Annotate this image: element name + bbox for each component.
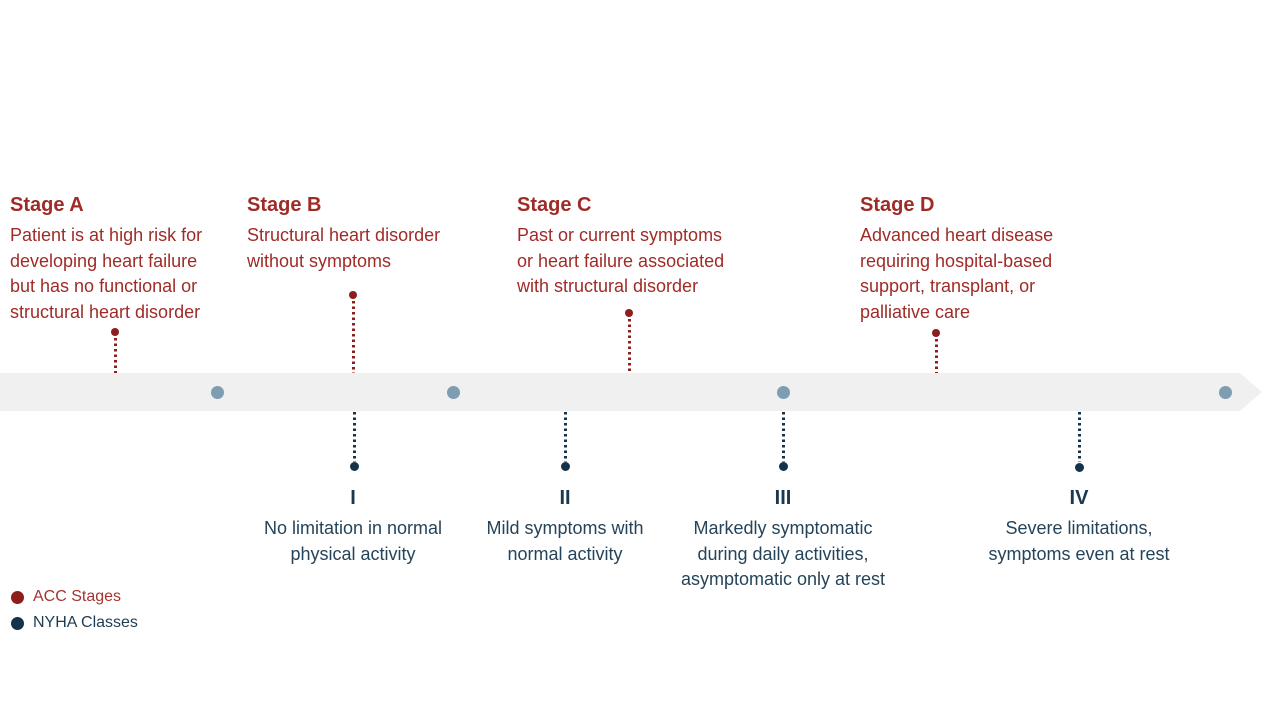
stage-description: Structural heart disorder without sympto… [247, 225, 441, 271]
stage-b-block: Stage B Structural heart disorder withou… [247, 193, 465, 274]
class-iv-block: IV Severe limitations, symptoms even at … [949, 487, 1209, 567]
legend-item-nyha-classes: NYHA Classes [11, 610, 138, 636]
stage-description: Past or current symptoms or heart failur… [517, 225, 725, 296]
timeline-dot [211, 386, 224, 399]
class-iv-connector [1077, 412, 1081, 462]
legend-label: NYHA Classes [33, 614, 138, 631]
class-description: No limitation in normal physical activit… [263, 518, 443, 564]
class-ii-block: II Mild symptoms with normal activity [455, 487, 675, 567]
class-iii-block: III Markedly symptomatic during daily ac… [653, 487, 913, 593]
class-iv-marker-dot [1074, 463, 1084, 472]
stage-b-connector [351, 301, 355, 373]
stage-d-marker-dot [932, 329, 940, 337]
stage-description: Advanced heart disease requiring hospita… [860, 225, 1054, 322]
class-ii-connector [563, 412, 567, 462]
legend-item-acc-stages: ACC Stages [11, 584, 138, 610]
timeline-arrow [0, 373, 1262, 411]
timeline-dot [777, 386, 790, 399]
class-numeral: II [559, 487, 571, 509]
legend-label: ACC Stages [33, 588, 122, 605]
stage-title: Stage D [860, 194, 935, 216]
timeline-dot [1219, 386, 1232, 399]
stage-c-marker-dot [625, 309, 633, 317]
stage-title: Stage A [10, 194, 84, 216]
class-iii-marker-dot [778, 462, 788, 471]
class-numeral: III [774, 487, 792, 509]
stage-c-connector [627, 319, 631, 373]
class-description: Severe limitations, symptoms even at res… [988, 518, 1170, 564]
class-numeral: IV [1069, 487, 1089, 509]
class-i-marker-dot [349, 462, 359, 471]
stage-d-connector [934, 339, 938, 373]
timeline-dot [447, 386, 460, 399]
class-i-block: I No limitation in normal physical activ… [233, 487, 473, 567]
class-i-connector [352, 412, 356, 462]
class-ii-marker-dot [560, 462, 570, 471]
stage-a-marker-dot [111, 328, 119, 336]
stage-c-block: Stage C Past or current symptoms or hear… [517, 193, 749, 300]
class-description: Mild symptoms with normal activity [486, 518, 644, 564]
stage-b-marker-dot [349, 291, 357, 299]
acc-stages-dot-icon [11, 590, 24, 604]
class-iii-connector [781, 412, 785, 462]
class-description: Markedly symptomatic during daily activi… [680, 518, 886, 589]
stage-a-block: Stage A Patient is at high risk for deve… [10, 193, 228, 325]
class-numeral: I [350, 487, 356, 509]
stage-a-connector [113, 338, 117, 373]
stage-description: Patient is at high risk for developing h… [10, 225, 203, 322]
legend: ACC Stages NYHA Classes [11, 584, 138, 636]
stage-title: Stage B [247, 194, 322, 216]
stage-d-block: Stage D Advanced heart disease requiring… [860, 193, 1075, 325]
nyha-classes-dot-icon [11, 616, 24, 630]
stage-title: Stage C [517, 194, 592, 216]
